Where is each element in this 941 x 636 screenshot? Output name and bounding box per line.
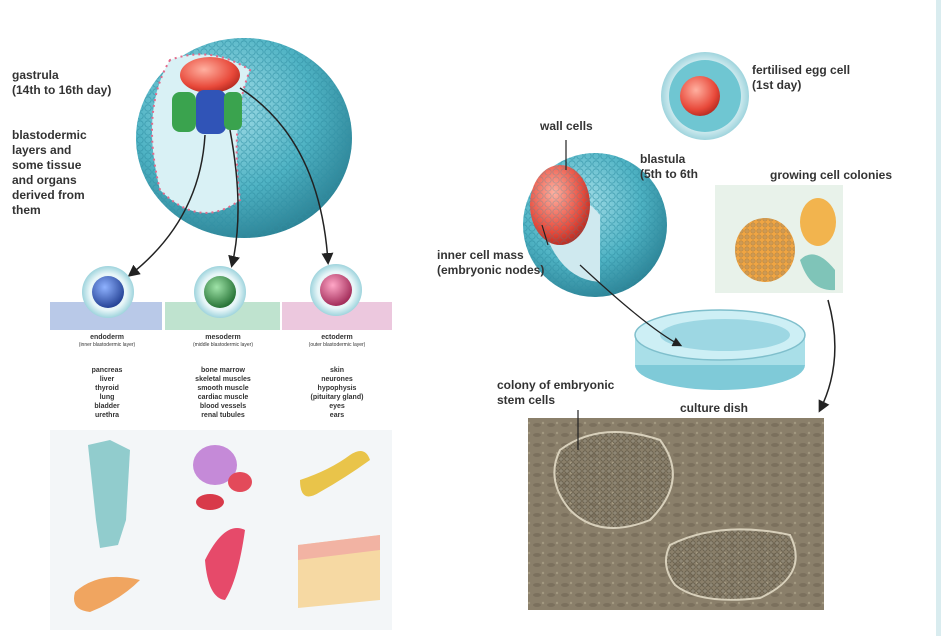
organ-item: hypophysis — [284, 384, 390, 393]
culture-dish-label: culture dish — [680, 401, 748, 416]
organ-item: bladder — [55, 402, 159, 411]
wall-cells-label: wall cells — [540, 119, 593, 134]
growing-colonies-label: growing cell colonies — [770, 168, 892, 183]
endoderm-cell — [82, 266, 134, 318]
blastodermic-label: blastodermic layers and some tissue and … — [12, 128, 87, 218]
mesoderm-cell — [194, 266, 246, 318]
endoderm-title: endoderm (inner blastodermic layer) — [55, 334, 159, 348]
organ-item: cardiac muscle — [168, 393, 278, 402]
organ-item: neurones — [284, 375, 390, 384]
organ-item: smooth muscle — [168, 384, 278, 393]
endoderm-organs: pancreas liver thyroid lung bladder uret… — [55, 366, 159, 420]
organ-item: skeletal muscles — [168, 375, 278, 384]
organ-item: ears — [284, 411, 390, 420]
organ-item: blood vessels — [168, 402, 278, 411]
stem-cell-photo — [528, 418, 824, 610]
inner-cell-mass-label: inner cell mass (embryonic nodes) — [437, 248, 544, 278]
ectoderm-organs: skin neurones hypophysis (pituitary glan… — [284, 366, 390, 420]
gastrula-label: gastrula (14th to 16th day) — [12, 68, 111, 98]
mesoderm-organs: bone marrow skeletal muscles smooth musc… — [168, 366, 278, 420]
mesoderm-title: mesoderm (middle blastodermic layer) — [168, 334, 278, 348]
ectoderm-title: ectoderm (outer blastodermic layer) — [284, 334, 390, 348]
colony-right — [800, 198, 836, 246]
blastula-label: blastula (5th to 6th — [640, 152, 698, 182]
organ-item: eyes — [284, 402, 390, 411]
colony-embryonic-label: colony of embryonic stem cells — [497, 378, 614, 408]
culture-dish-illustration — [635, 310, 805, 390]
organ-item: pancreas — [55, 366, 159, 375]
organ-item: (pituitary gland) — [284, 393, 390, 402]
organ-item: lung — [55, 393, 159, 402]
organ-item: urethra — [55, 411, 159, 420]
fertilised-egg-illustration — [661, 52, 749, 140]
ectoderm-cell — [310, 264, 362, 316]
organ-item: renal tubules — [168, 411, 278, 420]
organ-item: skin — [284, 366, 390, 375]
organ-item: liver — [55, 375, 159, 384]
organ-item: thyroid — [55, 384, 159, 393]
organ-item: bone marrow — [168, 366, 278, 375]
fertilised-egg-label: fertilised egg cell (1st day) — [752, 63, 850, 93]
